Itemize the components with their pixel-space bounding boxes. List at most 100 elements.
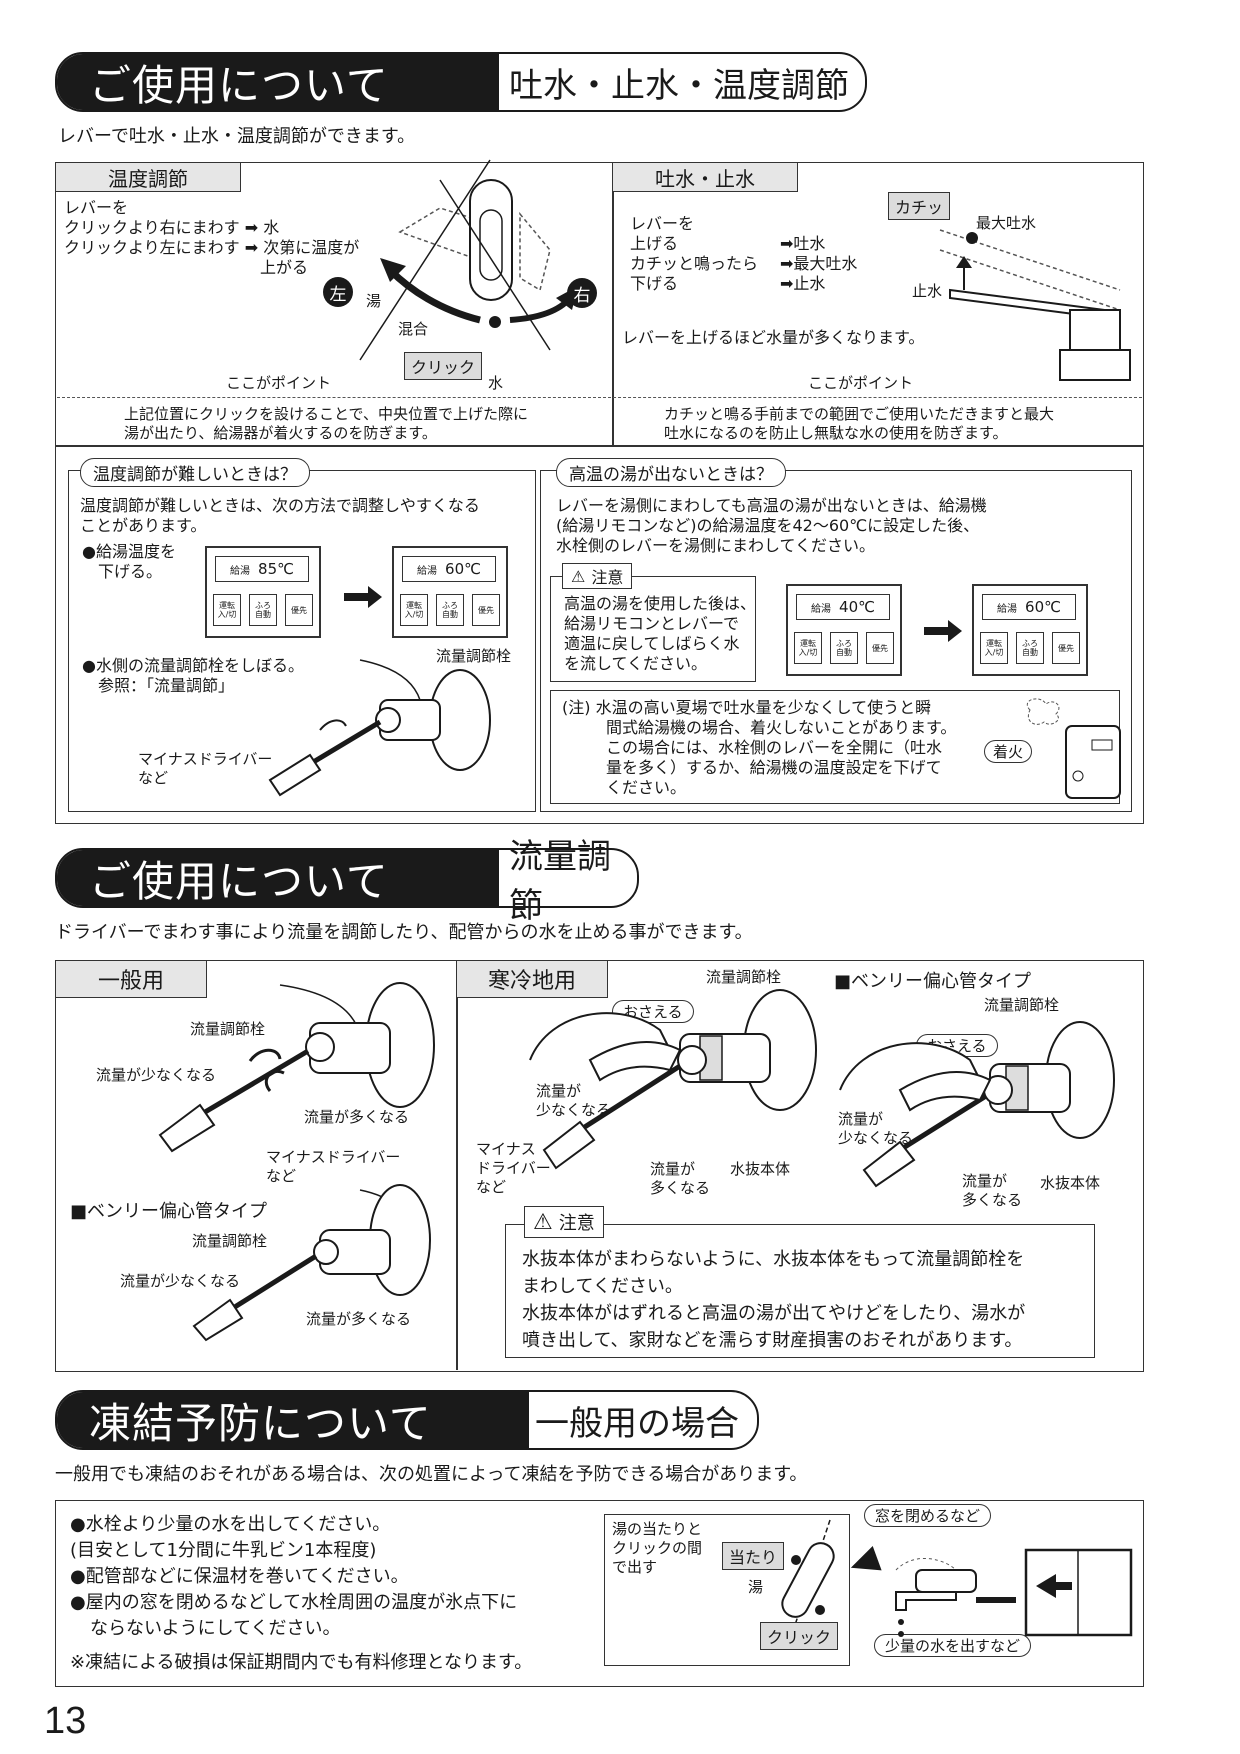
divider (456, 960, 458, 1370)
driver-label: マイナスドライバー など (138, 750, 272, 788)
text-line: (注) (562, 698, 591, 717)
panel-label: 給湯 (230, 565, 251, 577)
section-header-usage: ご使用について 吐水・止水・温度調節 (55, 52, 867, 112)
text-line: マイナス (476, 1140, 536, 1158)
panel-temp: 40℃ (839, 598, 875, 616)
section-header-freeze: 凍結予防について 一般用の場合 (55, 1390, 759, 1450)
driver-label: マイナスドライバー など (266, 1148, 400, 1186)
text-line: クリックより右にまわす (64, 218, 240, 237)
text-line: 給湯リモコンとレバーで (564, 614, 740, 633)
valve-label: 流量調節栓 (436, 647, 512, 665)
right-marker: 右 (567, 278, 597, 308)
text-line: (目安として1分間に牛乳ビン1本程度) (70, 1540, 377, 1561)
text-line: など (138, 769, 169, 787)
flow-note: カチッと鳴る手前までの範囲でご使用いただきますと最大 吐水になるのを防止し無駄な… (664, 405, 1054, 443)
point-label: ここがポイント (226, 374, 332, 392)
section-header-flow: ご使用について 流量調節 (55, 837, 639, 926)
valve-label: 流量調節栓 (984, 996, 1060, 1014)
text-line: 上げる (630, 234, 679, 253)
text-line: ことがあります。 (80, 516, 207, 535)
arrow-right-icon (344, 586, 382, 608)
panel-run-button: 運転 入/切 (213, 594, 241, 626)
more-label: 流量が多くなる (304, 1108, 410, 1126)
panel-label: 給湯 (417, 565, 438, 577)
section-title: ご使用について (57, 54, 499, 110)
tab-flow: 吐水・止水 (612, 162, 798, 192)
lever-flow-diagram (939, 229, 1131, 381)
section-lead: ドライバーでまわす事により流量を調節したり、配管からの水を止める事ができます。 (55, 922, 753, 943)
text-line: 間式給湯機の場合、着火しないことがあります。 (606, 718, 957, 737)
text-line: この場合には、水栓側のレバーを全開に（吐水 (606, 738, 943, 757)
panel-priority-button: 優先 (285, 594, 313, 626)
water-heater-icon (1026, 698, 1121, 799)
panel-temp: 60℃ (445, 560, 481, 578)
water-label: 少量の水を出すなど (874, 1634, 1032, 1657)
no-hot-title: 高温の湯が出ないときは？ (556, 458, 786, 487)
freeze-box (55, 1500, 1144, 1687)
text-line: 湯の当たりと (612, 1520, 703, 1538)
text-line: (給湯リモコンなど)の給湯温度を42〜60℃に設定した後、 (556, 516, 980, 535)
hot-label: 湯 (748, 1578, 764, 1596)
text-line: 多くなる (962, 1191, 1023, 1209)
text-line: 参照：「流量調節」 (98, 676, 235, 695)
temp-note: 上記位置にクリックを設けることで、中央位置で上げた際に 湯が出たり、給湯器が着火… (124, 405, 528, 443)
panel-bath-button: ふろ 自動 (436, 594, 464, 626)
katchi-label: カチッ (888, 192, 951, 220)
flow-instructions: レバーを 上げる➡ 吐水 カチッと鳴ったら➡ 最大吐水 下げる➡ 止水 (630, 214, 858, 293)
text-line: 少なくなる (536, 1101, 612, 1119)
text-line: レバーを (64, 198, 129, 217)
text-line: 最大吐水 (793, 254, 858, 273)
freeze-bullets: ●水栓より少量の水を出してください。 (目安として1分間に牛乳ビン1本程度) ●… (70, 1512, 532, 1676)
text-line: 止水 (793, 274, 826, 293)
caution-header: ⚠注意 (524, 1206, 604, 1238)
faucet-window-illustration (895, 1548, 1133, 1637)
hard-temp-bullet1: ●給湯温度を 下げる。 (82, 542, 176, 582)
hot-label: 湯 (366, 292, 382, 310)
text-line: 水 (263, 218, 280, 237)
section-lead: 一般用でも凍結のおそれがある場合は、次の処置によって凍結を予防できる場合がありま… (55, 1464, 808, 1485)
text-line: 吐水 (793, 234, 826, 253)
text-line: ●給湯温度を (82, 542, 176, 561)
arrow-left-icon (850, 1545, 882, 1571)
text-line: 下げる (630, 274, 679, 293)
text-line: ください。 (606, 778, 687, 797)
text-line: ●屋内の窓を閉めるなどして水栓周囲の温度が氷点下に (70, 1592, 518, 1613)
text-line: ドライバー (476, 1159, 551, 1177)
text-line: 上記位置にクリックを設けることで、中央位置で上げた際に (124, 405, 528, 423)
lever-top-view (781, 1519, 835, 1641)
driver-valve-illustration (268, 659, 491, 797)
text-line: ●水栓より少量の水を出してください。 (70, 1514, 391, 1535)
text-line: 湯が出たり、給湯器が着火するのを防ぎます。 (124, 424, 437, 442)
text-line: ならないようにしてください。 (90, 1618, 341, 1639)
click-label: クリック (404, 352, 483, 380)
section-lead: レバーで吐水・止水・温度調節ができます。 (58, 126, 416, 147)
panel-label: 給湯 (997, 603, 1018, 615)
panel-label: 給湯 (811, 603, 832, 615)
cold-valve-illustration (529, 989, 817, 1170)
panel-bath-button: ふろ 自動 (830, 632, 858, 664)
text-line: 温度調節が難しいときは、次の方法で調整しやすくなる (80, 496, 480, 515)
text-line: マイナスドライバー (138, 750, 273, 768)
lever-temperature-diagram (359, 159, 578, 361)
panel-priority-button: 優先 (1052, 632, 1080, 664)
hard-temp-text: 温度調節が難しいときは、次の方法で調整しやすくなる ことがあります。 (80, 496, 480, 536)
no-hot-text: レバーを湯側にまわしても高温の湯が出ないときは、給湯機 (給湯リモコンなど)の給… (556, 496, 987, 556)
section-title: ご使用について (57, 850, 499, 906)
text-line: 流量が (650, 1160, 696, 1178)
no-hot-box (540, 470, 1132, 812)
text-line: 吐水になるのを防止し無駄な水の使用を防ぎます。 (664, 424, 1008, 442)
valve-label: 流量調節栓 (192, 1232, 268, 1250)
valve-label: 流量調節栓 (706, 968, 782, 986)
panel-display: 給湯 60℃ (402, 556, 496, 582)
benri-title: ■ベンリー偏心管タイプ (834, 971, 1032, 992)
text-line: 噴き出して、家財などを濡らす財産損害のおそれがあります。 (522, 1330, 1023, 1351)
text-line: 水抜本体がはずれると高温の湯が出てやけどをしたり、湯水が (522, 1303, 1026, 1324)
caution-box (505, 1224, 1095, 1358)
text-line: 流量が (838, 1110, 884, 1128)
panel-priority-button: 優先 (866, 632, 894, 664)
